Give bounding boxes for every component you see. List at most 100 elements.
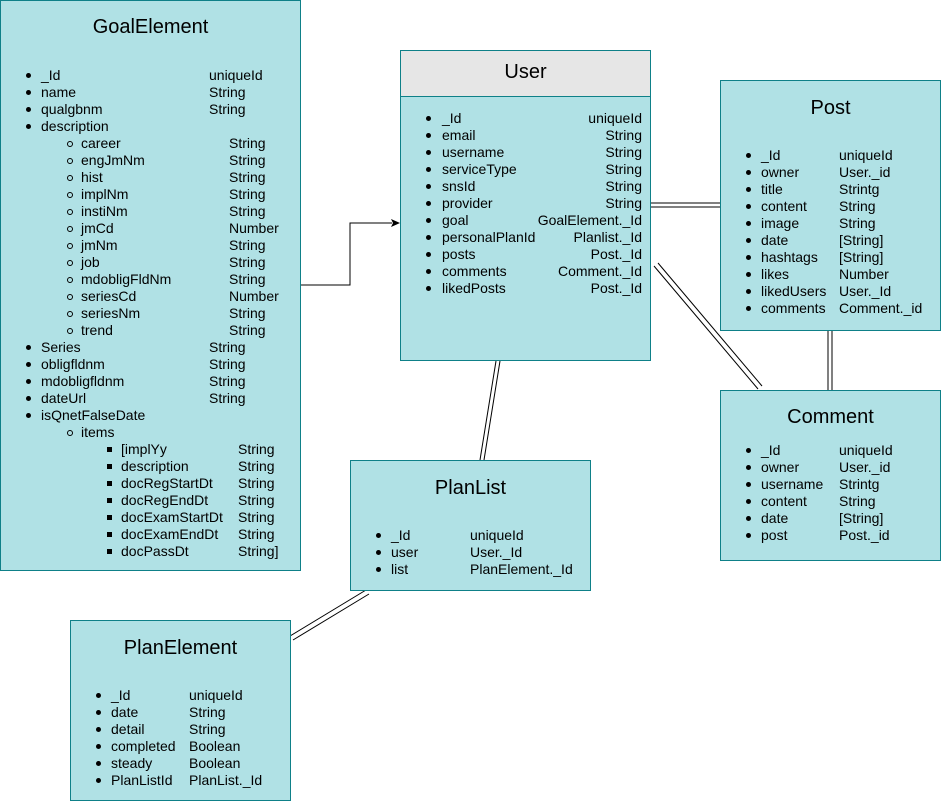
bullet-icon	[67, 311, 73, 317]
bullet-icon	[96, 744, 101, 749]
field-name: docRegStartDt	[121, 475, 213, 491]
field-type: String	[605, 195, 642, 211]
field-name: content	[761, 198, 807, 214]
field-name: date	[761, 232, 789, 248]
bullet-icon	[67, 192, 73, 198]
field-type: GoalElement._Id	[537, 212, 642, 228]
bullet-icon	[26, 90, 31, 95]
field-name: description	[41, 118, 109, 134]
field-name: post	[761, 527, 788, 543]
bullet-icon	[376, 533, 381, 538]
field-type: uniqueId	[839, 442, 893, 458]
bullet-icon	[96, 778, 101, 783]
bullet-icon	[96, 693, 101, 698]
field-type: uniqueId	[209, 67, 263, 83]
field-type: User._id	[839, 164, 891, 180]
bullet-icon	[26, 413, 31, 418]
field-name: posts	[442, 246, 476, 262]
bullet-icon	[96, 761, 101, 766]
field-name: date	[111, 704, 139, 720]
field-type: [String]	[839, 249, 884, 265]
user-planlist-connector	[479, 360, 501, 461]
field-name: comments	[761, 300, 826, 316]
field-name: likes	[761, 266, 790, 282]
field-type: String	[238, 458, 275, 474]
field-type: String	[229, 152, 266, 168]
field-type: Strintg	[839, 476, 880, 492]
field-type: Strintg	[839, 181, 880, 197]
bullet-icon	[67, 430, 73, 436]
bullet-icon	[67, 209, 73, 215]
field-name: mdobligFldNm	[81, 271, 172, 287]
field-name: provider	[442, 195, 493, 211]
field-type: String	[605, 127, 642, 143]
field-type: [String]	[839, 232, 884, 248]
field-type: Planlist._Id	[573, 229, 642, 245]
bullet-icon	[426, 167, 431, 172]
field-type: String	[605, 161, 642, 177]
field-name: completed	[111, 738, 176, 754]
field-type: [String]	[839, 510, 884, 526]
field-name: implNm	[81, 186, 129, 202]
field-type: uniqueId	[189, 687, 243, 703]
field-name: instiNm	[81, 203, 128, 219]
field-name: seriesNm	[81, 305, 141, 321]
bullet-icon	[107, 515, 112, 520]
bullet-icon	[746, 516, 751, 521]
bullet-icon	[376, 567, 381, 572]
bullet-icon	[746, 499, 751, 504]
field-type: String]	[238, 543, 279, 559]
bullet-icon	[67, 328, 73, 334]
field-name: _Id	[41, 67, 61, 83]
field-type: String	[238, 526, 275, 542]
field-type: Boolean	[189, 738, 241, 754]
field-type: String	[209, 339, 246, 355]
field-type: String	[229, 237, 266, 253]
bullet-icon	[746, 289, 751, 294]
field-type: String	[229, 203, 266, 219]
field-name: job	[81, 254, 100, 270]
field-type: String	[605, 144, 642, 160]
field-name: likedPosts	[442, 280, 506, 296]
bullet-icon	[426, 184, 431, 189]
field-name: isQnetFalseDate	[41, 407, 146, 423]
post-comment-connector	[827, 330, 833, 390]
field-type: String	[189, 721, 226, 737]
field-name: content	[761, 493, 807, 509]
field-type: String	[209, 84, 246, 100]
field-name: qualgbnm	[41, 101, 103, 117]
entity-title: Post	[810, 97, 851, 119]
field-type: User._Id	[839, 283, 892, 299]
bullet-icon	[67, 294, 73, 300]
user-post-connector	[650, 202, 720, 208]
field-type: String	[229, 254, 266, 270]
bullet-icon	[26, 107, 31, 112]
